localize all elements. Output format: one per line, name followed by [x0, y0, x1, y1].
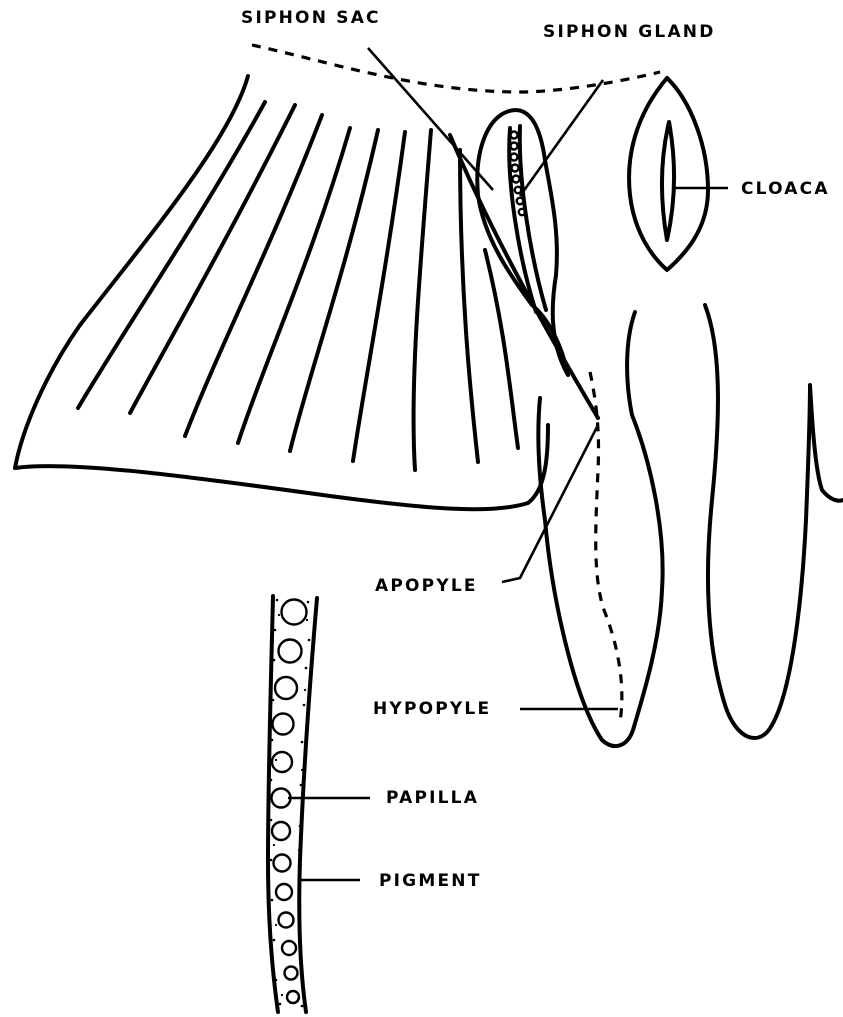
- fan-outline: [15, 76, 548, 509]
- fan-ridges: [78, 102, 518, 470]
- cloaca-inner: [662, 122, 674, 240]
- left-lobe: [538, 312, 662, 746]
- right-lobe: [705, 305, 843, 738]
- fan-right-edge: [450, 135, 598, 418]
- strip-right-edge: [299, 598, 317, 1012]
- lower-lobes: [538, 305, 843, 746]
- leader-siphon-gland: [520, 80, 603, 196]
- label-apopyle: APOPYLE: [375, 578, 478, 595]
- pigment-strip: [268, 596, 317, 1012]
- label-pigment: PIGMENT: [379, 873, 482, 890]
- cloaca: [629, 78, 708, 270]
- label-papilla: PAPILLA: [386, 790, 479, 807]
- label-siphon-sac: SIPHON SAC: [241, 10, 381, 27]
- hypopyle-channel: [590, 372, 622, 722]
- label-siphon-gland: SIPHON GLAND: [543, 24, 716, 41]
- leader-siphon-sac: [368, 48, 493, 190]
- label-hypopyle: HYPOPYLE: [373, 701, 491, 718]
- label-cloaca: CLOACA: [741, 181, 830, 198]
